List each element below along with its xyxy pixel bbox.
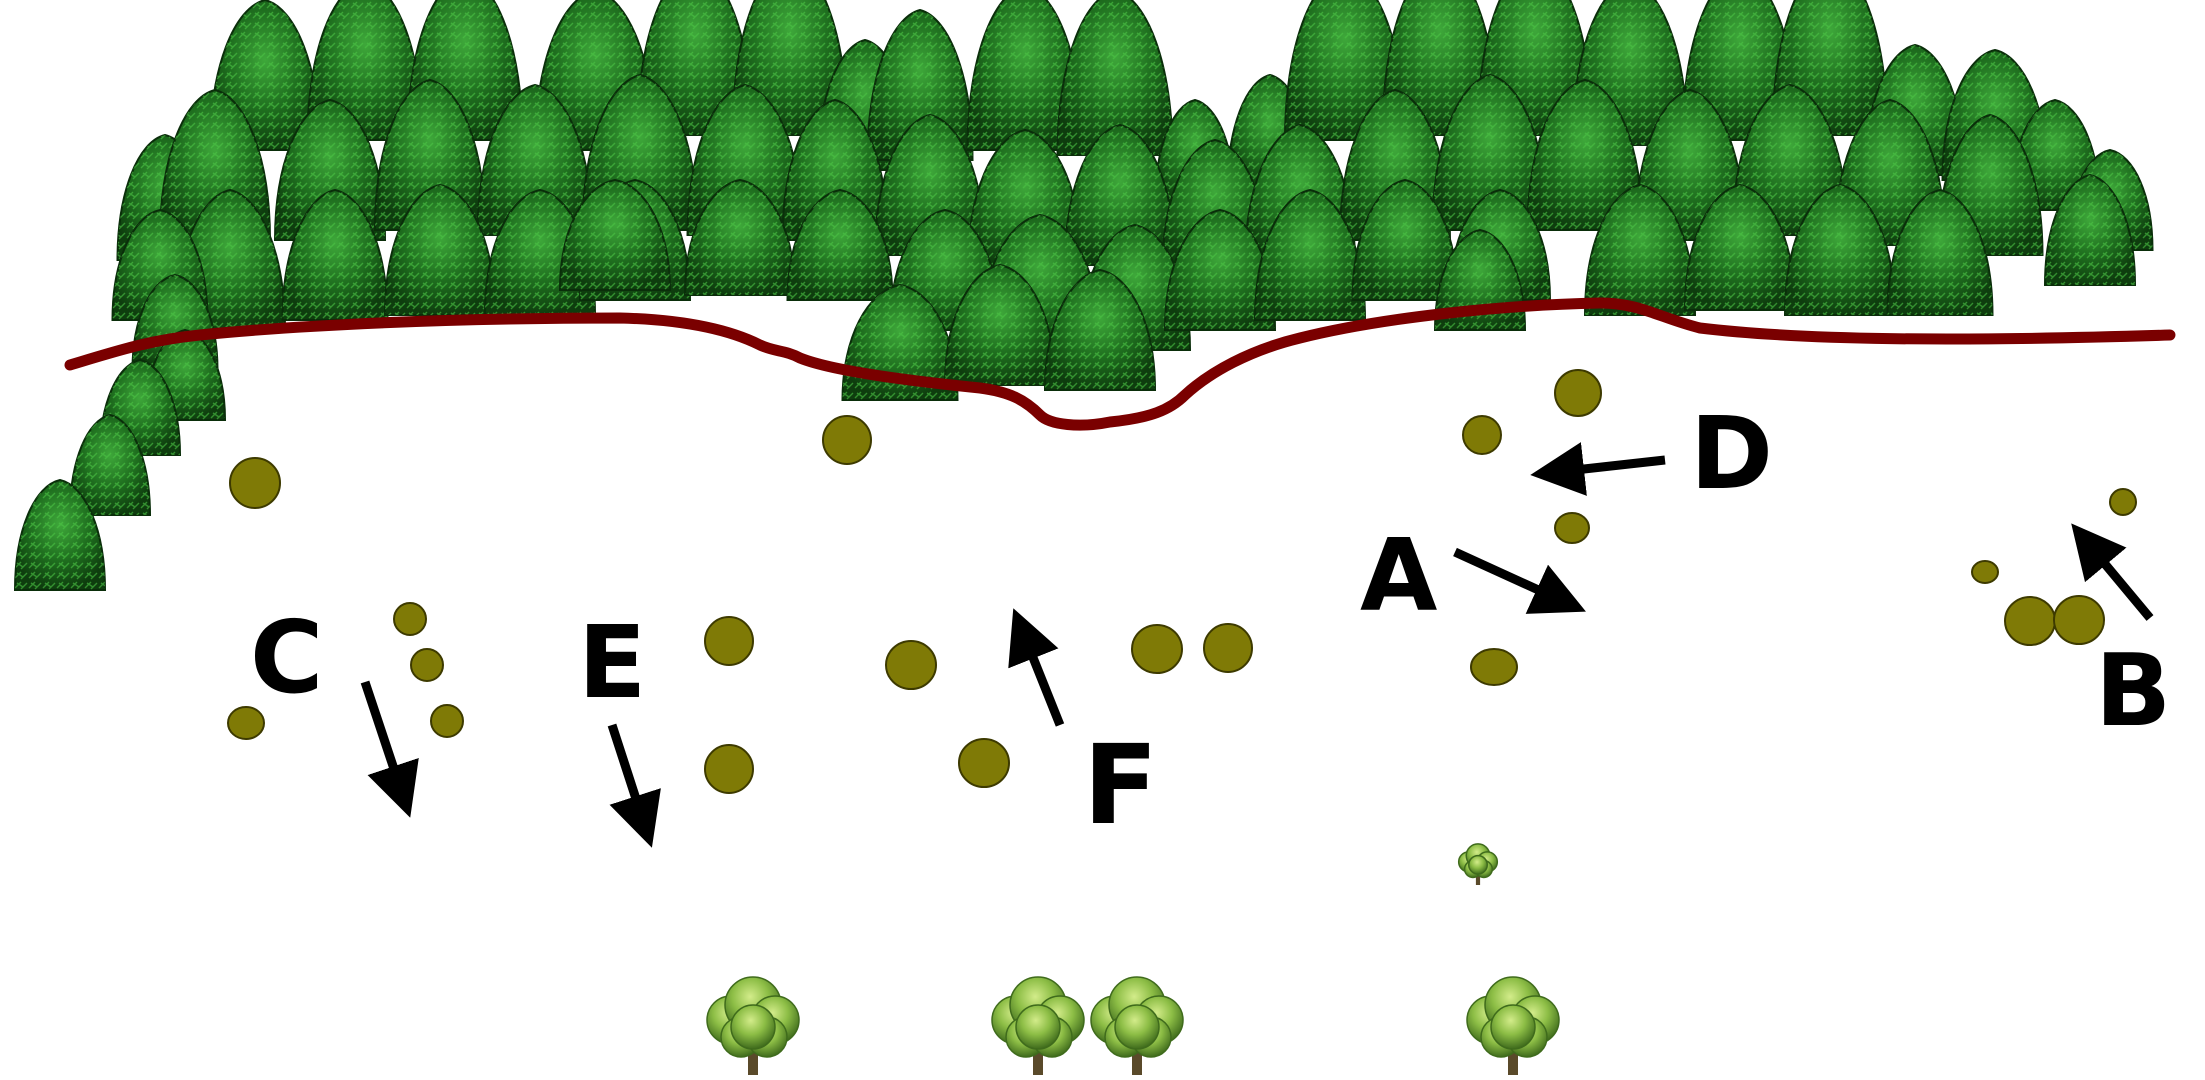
circle-marker-icon xyxy=(430,704,464,738)
conifer-texture xyxy=(1045,270,1155,390)
conifer-texture xyxy=(1585,185,1695,315)
circle-marker-icon xyxy=(227,706,265,740)
conifer-texture xyxy=(1887,190,1993,315)
conifer-texture xyxy=(1352,180,1458,300)
arrow-c xyxy=(360,680,419,818)
conifer-texture xyxy=(560,180,670,290)
deciduous-tree-icon xyxy=(1090,976,1184,1075)
tree-foliage xyxy=(1490,1004,1536,1050)
label-f: F xyxy=(1083,721,1158,849)
conifer-texture xyxy=(70,415,150,515)
circle-marker-icon xyxy=(958,738,1010,788)
label-e: E xyxy=(578,604,646,721)
conifer-texture xyxy=(1432,75,1548,230)
tree-trunk xyxy=(748,1040,758,1075)
circle-marker-icon xyxy=(393,602,427,636)
conifer-texture xyxy=(1057,0,1173,155)
arrow-e xyxy=(607,723,661,848)
circle-marker-icon xyxy=(229,457,281,509)
arrow-a xyxy=(1453,547,1586,614)
circle-marker-icon xyxy=(410,648,444,682)
conifer-texture xyxy=(15,480,105,590)
tree-foliage xyxy=(1015,1004,1061,1050)
circle-marker-icon xyxy=(1554,369,1602,417)
circle-marker-icon xyxy=(1462,415,1502,455)
circle-marker-icon xyxy=(704,616,754,666)
tree-foliage xyxy=(730,1004,776,1050)
tree-trunk xyxy=(1033,1040,1043,1075)
tree-trunk xyxy=(1508,1040,1518,1075)
arrow-b xyxy=(2071,523,2154,621)
label-a: A xyxy=(1360,517,1437,634)
circle-marker-icon xyxy=(704,744,754,794)
label-c: C xyxy=(250,599,323,716)
circle-marker-icon xyxy=(1203,623,1253,673)
tree-trunk xyxy=(1132,1040,1142,1075)
arrow-f xyxy=(1008,608,1065,727)
conifer-texture xyxy=(787,190,893,300)
conifer-texture xyxy=(1785,185,1895,315)
conifer-texture xyxy=(945,265,1055,385)
conifer-texture xyxy=(1527,80,1643,230)
label-b: B xyxy=(2095,632,2171,749)
circle-marker-icon xyxy=(885,640,937,690)
conifer-texture xyxy=(1255,190,1365,320)
conifer-texture xyxy=(477,85,593,235)
circle-marker-icon xyxy=(2004,596,2056,646)
circle-marker-icon xyxy=(1470,648,1518,686)
deciduous-tree-icon xyxy=(1466,976,1560,1075)
circle-marker-icon xyxy=(1971,560,1999,584)
circle-marker-icon xyxy=(1131,624,1183,674)
arrow-d xyxy=(1530,442,1666,496)
circle-marker-icon xyxy=(2109,488,2137,516)
circle-marker-icon xyxy=(822,415,872,465)
conifer-texture xyxy=(685,180,795,295)
conifer-texture xyxy=(385,185,495,315)
tree-foliage xyxy=(1114,1004,1160,1050)
deciduous-tree-icon xyxy=(991,976,1085,1075)
circle-marker-icon xyxy=(2053,595,2105,645)
conifer-texture xyxy=(1165,210,1275,330)
circle-marker-icon xyxy=(1554,512,1590,544)
label-d: D xyxy=(1690,395,1773,512)
deciduous-tree-icon xyxy=(706,976,800,1075)
tree-trunk xyxy=(1475,870,1481,885)
deciduous-trees xyxy=(706,843,1560,1075)
conifer-texture xyxy=(1685,185,1795,310)
conifer-texture xyxy=(967,0,1083,150)
conifer-texture xyxy=(282,190,388,320)
conifer-texture xyxy=(375,80,485,230)
forest-boundary-line xyxy=(64,297,2176,431)
tree-foliage xyxy=(1468,854,1488,875)
deciduous-tree-icon xyxy=(1457,843,1499,885)
forest xyxy=(13,0,2154,591)
arrows xyxy=(360,442,2154,848)
conifer-texture xyxy=(2045,175,2135,285)
circle-markers xyxy=(227,369,2137,794)
